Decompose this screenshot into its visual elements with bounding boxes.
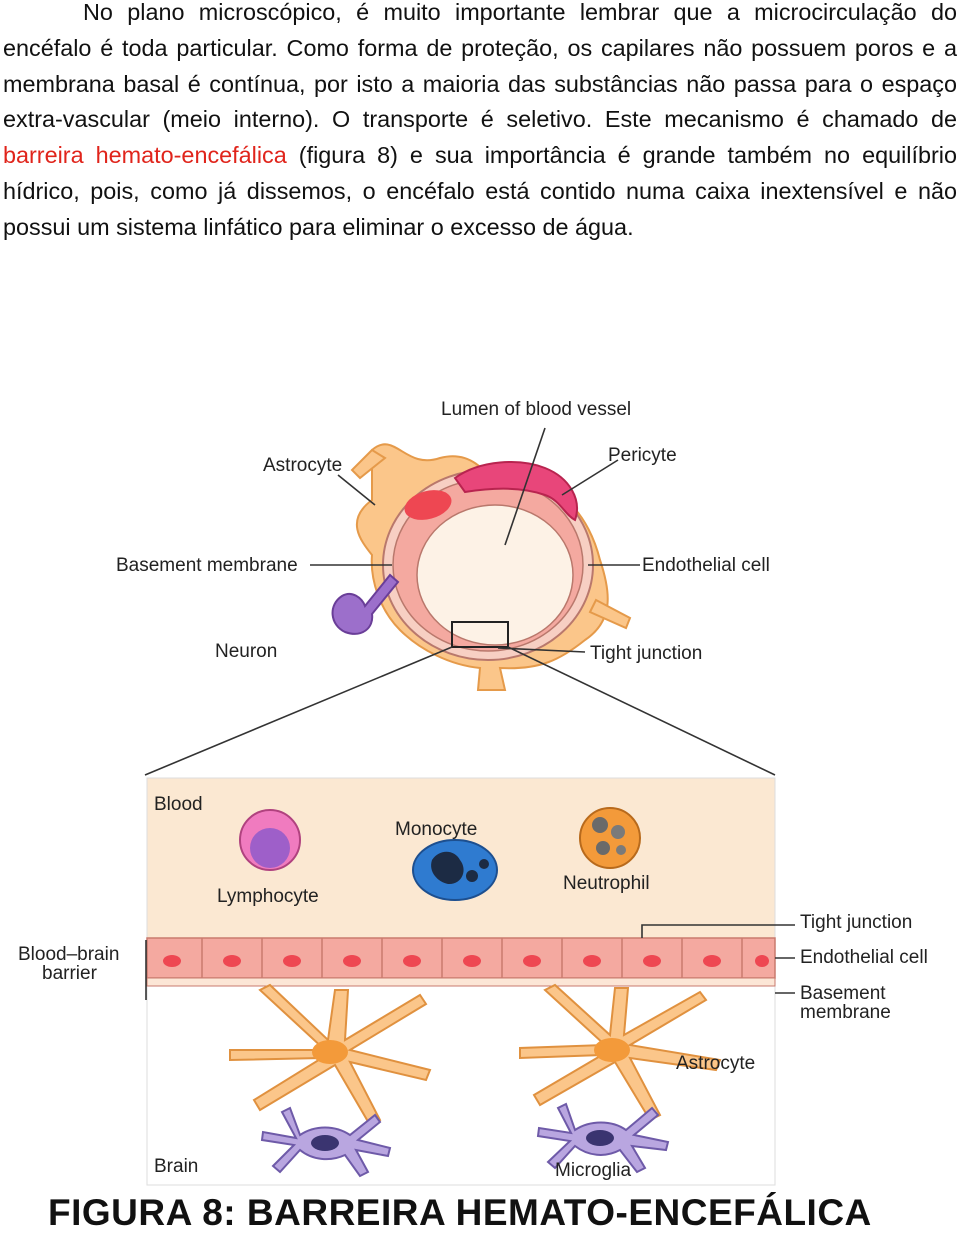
microglia-cell-left [260,1106,392,1178]
label-tight-junction-top: Tight junction [590,643,702,664]
astrocyte-process-right [588,598,632,630]
label-endothelial-cell-bottom: Endothelial cell [800,947,928,968]
label-tight-junction-bottom: Tight junction [800,912,912,933]
paragraph-text-start: No plano microscópico, é muito important… [3,0,957,133]
label-brain: Brain [154,1156,198,1177]
zoomed-panel [146,777,776,1186]
bottom-labels: Blood Monocyte Lymphocyte Neutrophil Blo… [18,794,928,1181]
label-microglia: Microglia [555,1160,631,1181]
top-labels: Lumen of blood vessel Astrocyte Pericyte… [116,399,770,664]
label-blood: Blood [154,794,203,815]
label-astrocyte-top: Astrocyte [263,455,342,476]
label-bbb-line2: barrier [42,963,98,984]
astrocyte-cell-left [229,983,432,1127]
endothelial-nucleus [404,490,452,520]
label-basement-line1: Basement [800,983,886,1004]
label-neutrophil: Neutrophil [563,873,650,894]
bottom-leader-lines [145,924,795,1000]
label-basement-membrane-top: Basement membrane [116,555,298,576]
tight-junction-box [451,621,509,648]
neutrophil-cell [579,807,641,869]
astrocyte-process [350,448,387,480]
paragraph-text-end: (figura 8) e sua importância é grande ta… [3,142,957,240]
blood-brain-barrier-figure: Lumen of blood vessel Astrocyte Pericyte… [18,399,928,1186]
microglia-cell-right [536,1102,670,1174]
label-lumen: Lumen of blood vessel [441,399,631,420]
label-basement-line2: membrane [800,1002,891,1023]
label-bbb-line1: Blood–brain [18,944,119,965]
highlight-term: barreira hemato-encefálica [3,142,287,169]
lymphocyte-cell [239,809,301,871]
body-paragraph: No plano microscópico, é muito important… [3,0,957,246]
label-pericyte: Pericyte [608,445,677,466]
pericyte [453,461,578,522]
lumen [416,504,574,646]
capillary-cross-section [331,443,632,691]
label-neuron: Neuron [215,641,277,662]
label-endothelial-cell-top: Endothelial cell [642,555,770,576]
label-monocyte: Monocyte [395,819,477,840]
label-astrocyte-bottom: Astrocyte [676,1053,755,1074]
endothelial-layer [146,937,776,987]
figure-caption: FIGURA 8: BARREIRA HEMATO-ENCEFÁLICA [48,1192,872,1233]
neuron-cell [331,573,400,635]
monocyte-cell [412,839,498,901]
astrocyte-cell-right [519,983,722,1122]
top-leader-lines [144,427,776,776]
label-lymphocyte: Lymphocyte [217,886,319,907]
